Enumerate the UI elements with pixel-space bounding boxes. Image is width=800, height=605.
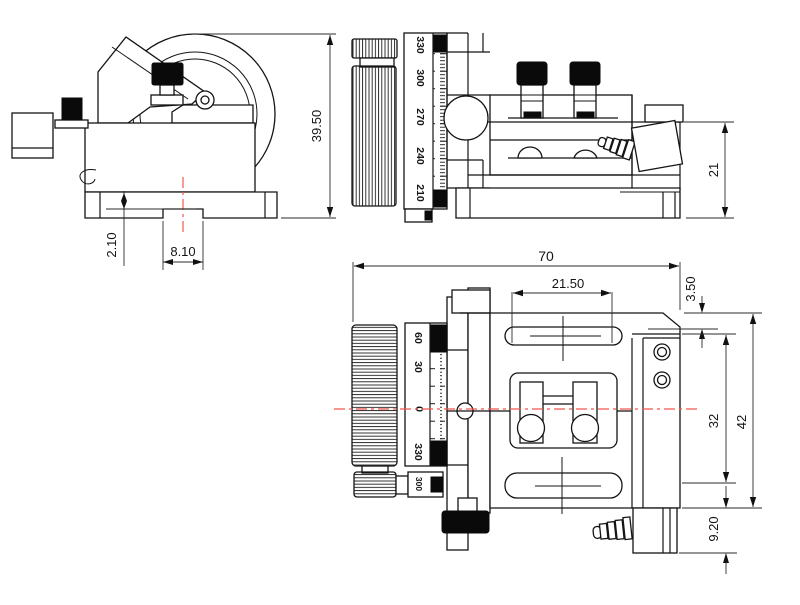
pivot-screw-center: [200, 95, 210, 105]
side-port-block: [11, 112, 54, 159]
rear-block: [644, 104, 684, 123]
arrowhead: [513, 289, 523, 297]
front-view: 60 30 0 330 300: [334, 248, 762, 574]
thumb-screw-knob: [151, 62, 184, 86]
tick-strip-long: [433, 53, 447, 190]
arrowhead: [326, 35, 334, 45]
knurled-knob-front: [351, 324, 398, 467]
screw-collar: [523, 111, 542, 118]
scale-label: 330: [412, 443, 424, 461]
clamp-ledge: [171, 104, 254, 124]
arrowhead: [722, 472, 730, 482]
stage-body: [489, 94, 633, 176]
fine-knob-hub: [395, 475, 409, 495]
scale-black-segment: [432, 189, 448, 208]
screw-head-bump: [517, 146, 543, 159]
screw-collar: [576, 111, 595, 118]
arrowhead: [699, 303, 705, 313]
side-view: 39.50 2.10 8.10: [11, 33, 336, 270]
arrowhead: [749, 314, 757, 324]
carrier-plate2: [467, 287, 491, 514]
scale-label: 60: [412, 332, 424, 344]
fine-scale-label: 300: [414, 477, 424, 491]
screw-hole-inner: [656, 346, 668, 358]
scale-label-zero: 0: [413, 406, 425, 412]
clamp-screw-head: [570, 413, 600, 443]
scale-label: 210: [414, 184, 426, 202]
clamp-screw-knob: [516, 61, 548, 86]
scale-label: 330: [414, 36, 426, 54]
arrowhead: [121, 201, 127, 209]
arrowhead: [723, 498, 729, 508]
scale-label: 300: [414, 69, 426, 87]
dim-port-height-label: 9.20: [706, 516, 721, 541]
scale-label: 270: [414, 108, 426, 126]
arrowhead: [721, 207, 729, 217]
top-tab: [451, 289, 491, 314]
scale-label: 30: [412, 361, 424, 373]
arrowhead: [722, 335, 730, 345]
arrowhead: [121, 193, 127, 201]
arrowhead: [723, 553, 729, 563]
lock-knob-stem: [457, 497, 478, 513]
arrowhead: [193, 259, 203, 265]
base-rail: [455, 187, 681, 219]
arrowhead: [163, 259, 173, 265]
hose-barb-front: [592, 516, 633, 541]
body-block: [84, 122, 256, 193]
arrowhead: [601, 289, 611, 297]
arrowhead: [669, 262, 679, 270]
knurled-knob: [351, 65, 397, 207]
adjust-screw-end: [443, 95, 489, 141]
screw-head-bump: [573, 149, 598, 159]
dim-top-offset-label: 3.50: [683, 276, 698, 301]
fine-knob-front: [353, 471, 397, 498]
arrowhead: [721, 123, 729, 133]
dim-inner-height-label: 32: [706, 414, 721, 428]
fine-knob-cap: [351, 38, 398, 59]
dim-height-label: 39.50: [309, 110, 324, 143]
arm-slot-edge: [111, 46, 189, 100]
tick-strip-long: [430, 353, 445, 441]
arrowhead: [749, 497, 757, 507]
fine-scale-mark: [430, 476, 444, 493]
dim-width-label: 70: [538, 248, 554, 264]
scale-black-segment: [432, 34, 448, 53]
screw-hole-inner: [656, 374, 668, 386]
scale-black-segment: [429, 324, 448, 353]
dovetail-base: [84, 191, 278, 219]
arrowhead: [354, 262, 364, 270]
dim-slot-span-label: 21.50: [552, 276, 585, 291]
lock-knob: [441, 510, 490, 534]
dim-total-height-label: 42: [734, 415, 749, 429]
top-view: 330 300 270 240 210: [351, 32, 734, 223]
side-thumb-screw: [61, 97, 83, 121]
dim-stage-height-label: 21: [706, 163, 721, 177]
scale-label: 240: [414, 147, 426, 165]
arrowhead: [326, 207, 334, 217]
dim-groove-width-label: 8.10: [170, 244, 195, 259]
screw-stem: [159, 84, 175, 96]
angle-sensor-block: [630, 119, 684, 173]
drum-tail-mark: [424, 210, 433, 221]
hose-barb: [597, 136, 637, 161]
clamp-screw-knob: [569, 61, 601, 86]
clamp-screw-head: [516, 413, 546, 443]
side-screw-pad: [54, 119, 89, 129]
dim-groove-depth-label: 2.10: [104, 232, 119, 257]
scale-black-segment: [429, 440, 448, 466]
lever-hook: [79, 169, 97, 185]
screw-pad: [150, 94, 184, 106]
